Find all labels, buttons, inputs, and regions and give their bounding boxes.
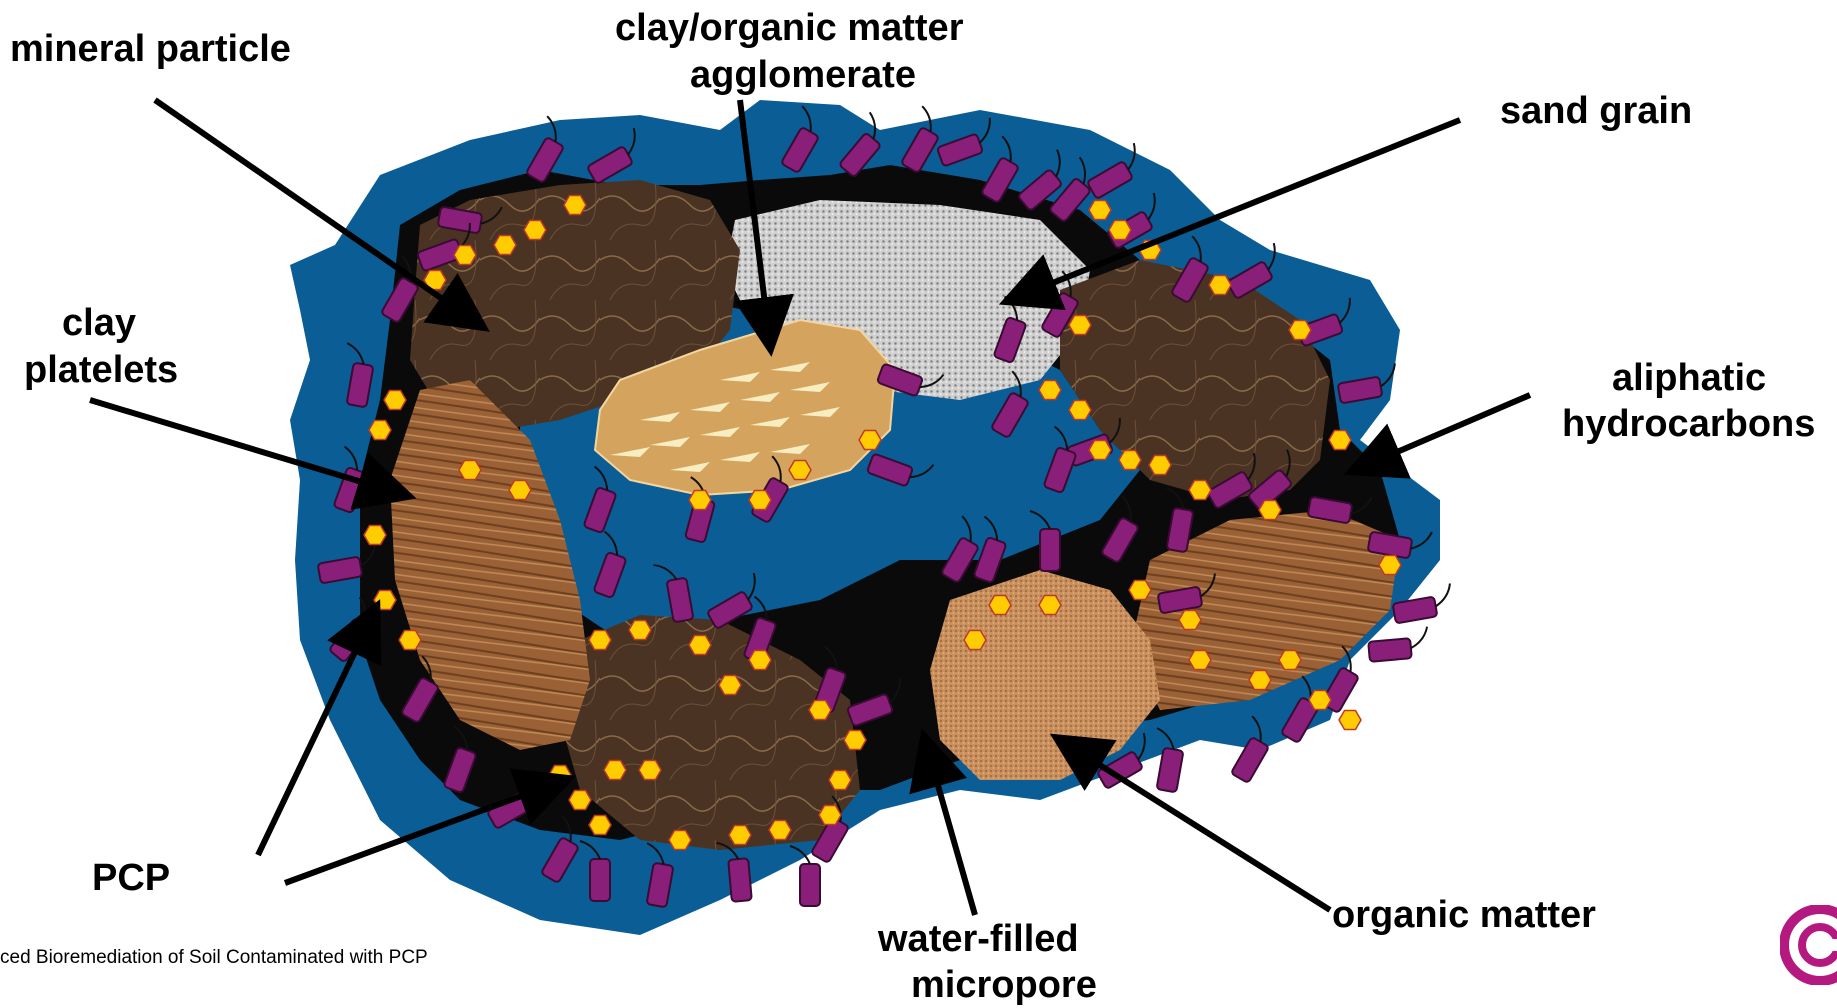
pcp-molecule-icon [384,391,406,410]
pcp-molecule-icon [1189,651,1211,670]
pcp-molecule-icon [1089,441,1111,460]
pcp-molecule-icon [789,461,811,480]
pcp-molecule-icon [859,431,881,450]
label-pcp: PCP [92,856,170,900]
pcp-molecule-icon [989,596,1011,615]
label-mineral-particle: mineral particle [10,27,291,71]
pcp-molecule-icon [1209,276,1231,295]
label-sand-grain: sand grain [1500,89,1692,133]
pcp-molecule-icon [769,821,791,840]
label-agglomerate-line1: clay/organic matter [615,6,963,50]
pcp-molecule-icon [689,491,711,510]
pcp-molecule-icon [1189,481,1211,500]
pcp-molecule-icon [1179,611,1201,630]
pcp-molecule-icon [1109,221,1131,240]
pcp-molecule-icon [1039,596,1061,615]
pcp-molecule-icon [454,246,476,265]
label-water-micropore-line1: water-filled [878,917,1079,961]
pcp-molecule-icon [1309,691,1331,710]
pcp-molecule-icon [1329,431,1351,450]
pcp-molecule-icon [629,621,651,640]
pcp-molecule-icon [374,591,396,610]
pcp-molecule-icon [459,461,481,480]
label-aliphatic-line2: hydrocarbons [1562,402,1815,446]
pcp-molecule-icon [494,236,516,255]
pcp-molecule-icon [564,196,586,215]
pcp-molecule-icon [369,421,391,440]
pcp-molecule-icon [749,651,771,670]
pcp-molecule-icon [1129,581,1151,600]
pcp-molecule-icon [689,636,711,655]
pcp-molecule-icon [1039,381,1061,400]
pcp-molecule-icon [1149,456,1171,475]
pcp-molecule-icon [669,831,691,850]
pcp-molecule-icon [819,806,841,825]
pcp-molecule-icon [1339,711,1361,730]
pcp-molecule-icon [844,731,866,750]
pcp-molecule-icon [569,791,591,810]
pcp-molecule-icon [964,631,986,650]
pcp-molecule-icon [1069,316,1091,335]
pcp-molecule-icon [1379,556,1401,575]
pcp-molecule-icon [1249,671,1271,690]
pcp-molecule-icon [509,481,531,500]
pcp-molecule-icon [639,761,661,780]
pcp-molecule-icon [749,491,771,510]
footer-caption: ced Bioremediation of Soil Contaminated … [0,947,428,969]
pcp-molecule-icon [364,526,386,545]
label-aliphatic-line1: aliphatic [1612,356,1766,400]
pcp-molecule-icon [524,221,546,240]
pcp-molecule-icon [1259,501,1281,520]
label-clay-platelets-line2: platelets [24,348,178,392]
pcp-molecule-icon [1069,401,1091,420]
pcp-molecule-icon [604,761,626,780]
label-water-micropore-line2: micropore [911,963,1097,1007]
pcp-molecule-icon [1279,651,1301,670]
label-agglomerate-line2: agglomerate [690,53,916,97]
pcp-molecule-icon [399,631,421,650]
pcp-molecule-icon [719,676,741,695]
pcp-molecule-icon [1289,321,1311,340]
pcp-molecule-icon [589,816,611,835]
pcp-molecule-icon [809,701,831,720]
label-organic-matter: organic matter [1332,893,1596,937]
pcp-molecule-icon [589,631,611,650]
label-clay-platelets-line1: clay [62,301,136,345]
arrow-organic-matter [1060,740,1330,910]
pcp-molecule-icon [1119,451,1141,470]
pcp-molecule-icon [729,826,751,845]
pcp-molecule-icon [1089,201,1111,220]
pcp-molecule-icon [829,771,851,790]
brand-logo-icon [1780,905,1837,985]
